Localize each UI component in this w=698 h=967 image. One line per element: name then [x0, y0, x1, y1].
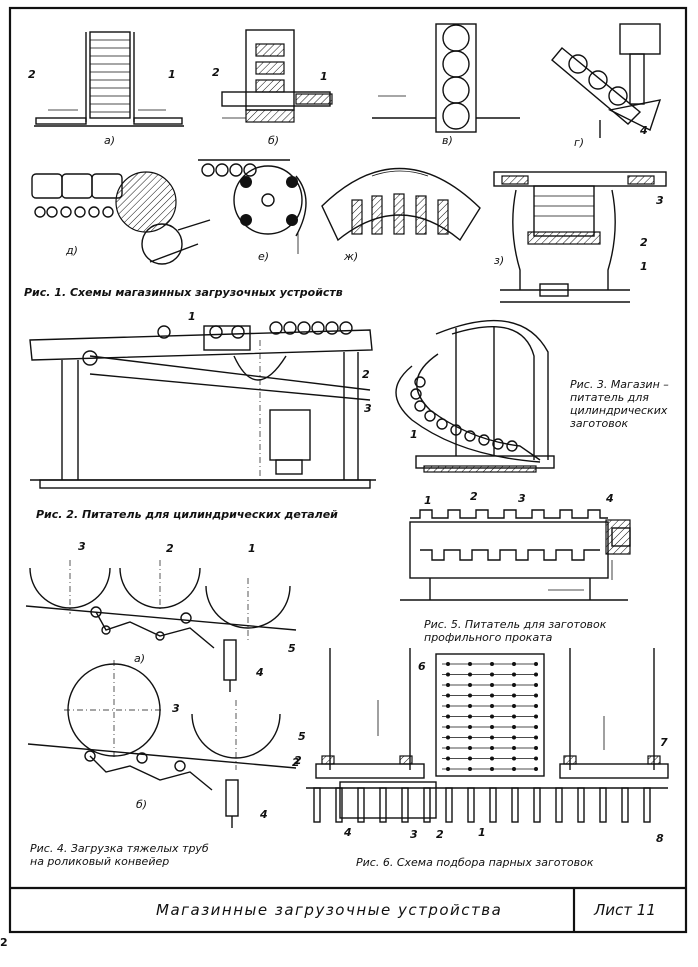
fig1-sub-b: б)	[268, 134, 279, 147]
fig2-label-3: 3	[364, 402, 372, 415]
fig6-label-4: 4	[343, 826, 352, 839]
fig6-label-2a: 2	[294, 754, 302, 767]
fig6-label-6: 6	[418, 660, 426, 673]
page-number: 2	[0, 936, 8, 949]
fig1z-label-1: 1	[640, 260, 648, 273]
fig1b-label-2: 2	[212, 66, 220, 79]
fig1-sub-v: в)	[442, 134, 453, 147]
fig6-label-3: 3	[410, 828, 418, 841]
fig1-scheme-zh: ж)	[321, 167, 481, 263]
fig4-sub-b: б)	[136, 798, 147, 811]
fig4-caption-line-1: Рис. 4. Загрузка тяжелых труб	[30, 842, 209, 855]
title-block-title: Магазинные загрузочные устройства	[156, 901, 502, 919]
fig6-bar-grid	[442, 662, 538, 771]
fig4a-label-4: 4	[255, 666, 264, 679]
fig3-caption-line-1: Рис. 3. Магазин –	[570, 378, 669, 391]
fig2-caption: Рис. 2. Питатель для цилиндрических дета…	[36, 508, 338, 521]
fig2-label-1: 1	[188, 310, 196, 323]
fig3-drawing: 1	[395, 319, 555, 473]
fig4-caption: Рис. 4. Загрузка тяжелых труб на роликов…	[30, 842, 209, 868]
fig5-caption-line-2: профильного проката	[424, 631, 553, 644]
fig1-scheme-g: г)	[551, 23, 662, 149]
fig3-caption: Рис. 3. Магазин – питатель для цилиндрич…	[570, 378, 669, 430]
fig1-sub-d: д)	[65, 244, 78, 257]
fig1-scheme-b: 2 1 б)	[212, 29, 333, 147]
fig1-sub-e: е)	[258, 250, 269, 263]
fig4a-label-2: 2	[166, 542, 174, 555]
fig6-caption: Рис. 6. Схема подбора парных заготовок	[356, 856, 594, 869]
fig4b-label-3: 3	[172, 702, 180, 715]
fig4b-label-4: 4	[259, 808, 268, 821]
fig1-caption: Рис. 1. Схемы магазинных загрузочных уст…	[24, 286, 343, 299]
fig4a-label-3: 3	[78, 540, 86, 553]
fig6-label-8: 8	[656, 832, 664, 845]
fig1-sub-z: з)	[494, 254, 504, 267]
fig2-drawing: 1 2 3	[29, 310, 376, 489]
fig5-caption-line-1: Рис. 5. Питатель для заготовок	[424, 618, 607, 631]
fig4b-drawing: 3 2 4 б)	[27, 660, 300, 828]
sheet-frame	[8, 6, 688, 934]
fig4a-label-1: 1	[248, 542, 256, 555]
fig1-sub-g: г)	[574, 136, 584, 149]
fig5-label-1: 1	[424, 494, 432, 507]
fig1-scheme-v: в)	[372, 23, 520, 147]
fig3-label-1: 1	[410, 428, 418, 441]
fig1-sub-a: а)	[104, 134, 115, 147]
fig1z-label-3: 3	[656, 194, 664, 207]
fig5-caption: Рис. 5. Питатель для заготовок профильно…	[424, 618, 607, 644]
fig1-label-1: 1	[168, 68, 176, 81]
fig1-scheme-z: 4 3 2 1 з)	[493, 124, 667, 303]
fig1-sub-zh: ж)	[343, 250, 358, 263]
fig3-caption-line-4: заготовок	[570, 417, 628, 430]
fig1-label-2: 2	[28, 68, 36, 81]
fig5-label-4: 4	[605, 492, 614, 505]
fig4b-label-2: 2	[292, 756, 300, 769]
fig1-scheme-e: е)	[198, 159, 307, 263]
fig6-label-1: 1	[478, 826, 486, 839]
title-block-sheet: Лист 11	[593, 901, 656, 919]
fig6-drawing: 5 2 6 7 8 4 3 2 1	[294, 648, 669, 845]
fig4-sub-a: а)	[134, 652, 145, 665]
fig5-label-2: 2	[470, 490, 478, 503]
fig1-scheme-d: д)	[31, 171, 211, 265]
fig1-scheme-a: 2 1 а)	[28, 31, 184, 147]
fig6-label-5: 5	[298, 730, 306, 743]
fig5-drawing: 1 2 3 4	[400, 490, 631, 601]
fig4a-label-5: 5	[288, 642, 296, 655]
fig6-label-7: 7	[660, 736, 668, 749]
fig4a-drawing: 3 2 1 5 4 а)	[25, 540, 297, 692]
fig4-caption-line-2: на роликовый конвейер	[30, 855, 169, 868]
fig3-caption-line-3: цилиндрических	[570, 404, 668, 417]
fig1b-label-1: 1	[320, 70, 328, 83]
fig5-label-3: 3	[518, 492, 526, 505]
fig1z-label-4: 4	[639, 124, 648, 137]
fig3-caption-line-2: питатель для	[570, 391, 649, 404]
fig6-label-2b: 2	[436, 828, 444, 841]
fig1z-label-2: 2	[640, 236, 648, 249]
fig6-roller-conveyor	[313, 787, 651, 823]
fig2-label-2: 2	[362, 368, 370, 381]
